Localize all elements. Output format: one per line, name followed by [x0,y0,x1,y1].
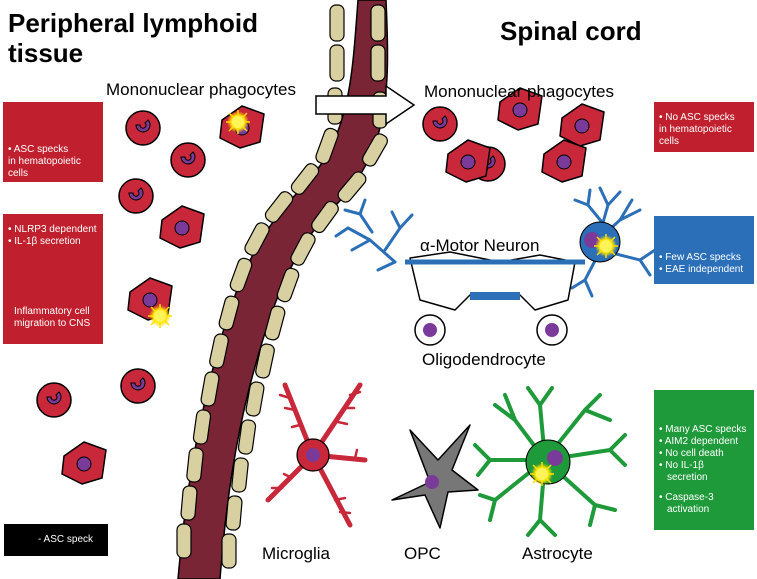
astrocyte-cell [473,386,627,537]
box-left-top: • ASC specks in hematopoietic cells [3,102,103,182]
opc-cell [391,424,479,529]
box-left-top-line: • ASC specks [8,144,69,155]
box-right-green-line: • No IL-1β [659,460,704,471]
box-left-middle-line: migration to CNS [14,318,91,329]
box-right-blue-line: • Few ASC specks [659,252,741,263]
title-peripheral: Peripheral lymphoid tissue [8,8,298,68]
box-left-middle: • NLRP3 dependent • IL-1β secretion Infl… [3,214,103,344]
label-opc: OPC [404,544,441,563]
box-left-middle-line: • NLRP3 dependent [8,224,97,235]
box-right-green-line: • AIM2 dependent [659,436,739,447]
title-spinal-cord-text: Spinal cord [500,16,642,46]
box-right-green: • Many ASC specks • AIM2 dependent • No … [654,390,754,530]
title-peripheral-text: Peripheral lymphoid tissue [8,8,258,68]
blood-vessel [176,0,389,579]
label-mono-right: Mononuclear phagocytes [424,82,614,101]
label-oligodendrocyte: Oligodendrocyte [422,350,546,369]
box-right-green-spacer [659,484,749,492]
box-right-top-line: cells [659,136,680,147]
box-right-top-line: • No ASC specks [659,112,735,123]
box-right-top-line: in hematopoietic [659,124,732,135]
legend-text: - ASC speck [38,534,94,545]
box-right-green-line: • No cell death [659,448,724,459]
oligodendrocyte-cells [414,314,568,346]
right-phagocytes [422,87,605,183]
label-astrocyte: Astrocyte [522,544,593,563]
label-microglia: Microglia [262,544,331,563]
box-right-green-line: • Caspase-3 [659,492,714,503]
box-left-middle-line: • IL-1β secretion [8,236,81,247]
legend-box: - ASC speck [4,524,108,556]
label-mono-left: Mononuclear phagocytes [106,80,296,99]
box-right-green-line: secretion [667,472,708,483]
box-left-middle-spacer [8,248,98,306]
label-motor-neuron: α-Motor Neuron [420,236,540,255]
migration-arrow [315,84,416,126]
box-right-green-line: activation [667,504,710,515]
box-left-top-line: cells [8,168,29,179]
box-right-blue-line: • EAE independent [659,264,744,275]
motor-neuron [334,186,657,346]
box-left-top-line: in hematopoietic [8,156,81,167]
box-right-blue: • Few ASC specks • EAE independent [654,216,754,284]
title-spinal-cord: Spinal cord [500,16,642,46]
microglia-cell [265,382,368,528]
box-right-top: • No ASC specks in hematopoietic cells [654,102,754,152]
box-left-middle-line: Inflammatory cell [14,306,90,317]
box-right-green-line: • Many ASC specks [659,424,747,435]
